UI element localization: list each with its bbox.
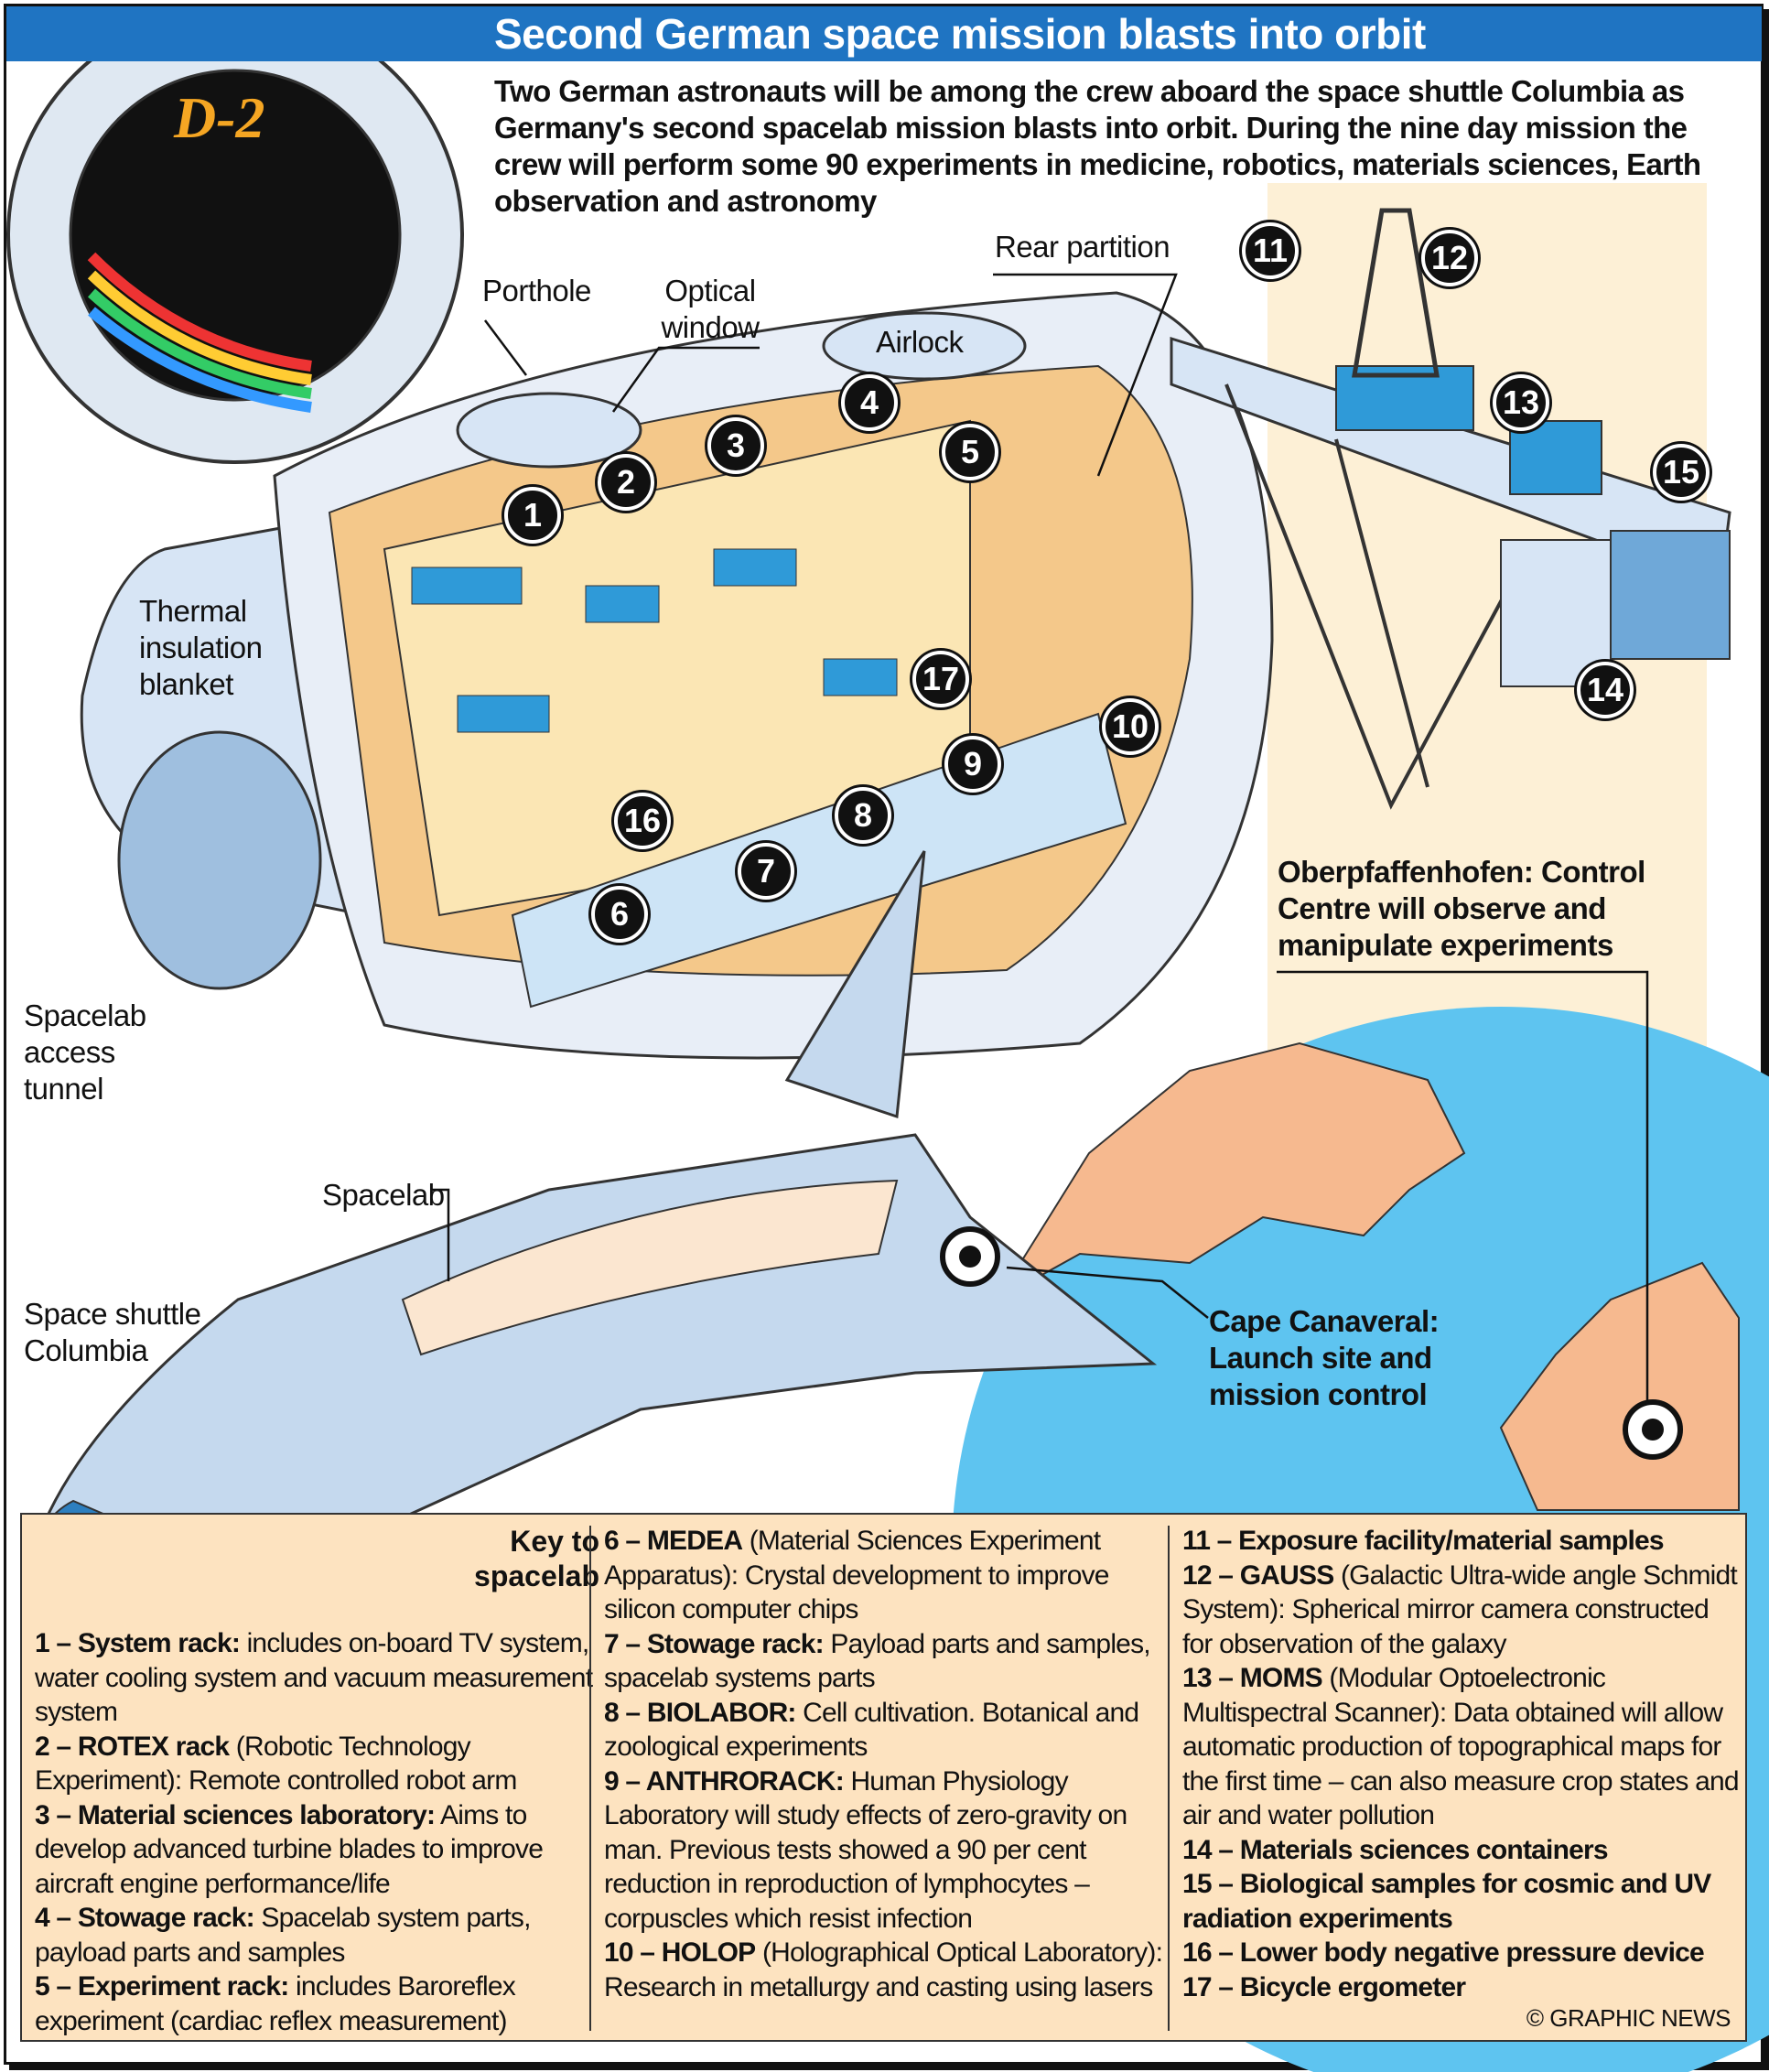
key-item-text: includes on-board TV system, water cooli… xyxy=(35,1628,593,1727)
marker-17: 17 xyxy=(912,651,969,707)
label-oberpfaffenhofen: Oberpfaffenhofen: Control Centre will ob… xyxy=(1278,855,1645,962)
key-item-title: 4 – Stowage rack: xyxy=(35,1903,255,1933)
key-item-text: includes Baroreflex experiment (cardiac … xyxy=(35,1971,516,2036)
patch-mission-name: D-2 xyxy=(173,85,265,150)
payload-bay-spacelab xyxy=(401,1179,899,1356)
credit: © GRAPHIC NEWS xyxy=(1526,2004,1731,2032)
marker-4: 4 xyxy=(841,374,898,431)
key-column-2: 6 – MEDEA (Material Sciences Experiment … xyxy=(604,1524,1171,2004)
key-item: 15 – Biological samples for cosmic and U… xyxy=(1182,1867,1741,1936)
key-item-title: 7 – Stowage rack: xyxy=(604,1628,825,1659)
key-item-text: Spacelab system parts, payload parts and… xyxy=(35,1903,531,1968)
marker-9: 9 xyxy=(944,736,1001,793)
label-space-shuttle: Space shuttle Columbia xyxy=(24,1297,201,1367)
key-item-title: 14 – Materials sciences containers xyxy=(1182,1834,1609,1865)
page-title: Second German space mission blasts into … xyxy=(494,10,1426,58)
title-bar xyxy=(6,6,1762,61)
target-oberpfaffenhofen xyxy=(1623,1399,1683,1460)
key-item-text: (Robotic Technology Experiment): Remote … xyxy=(35,1731,517,1797)
label-airlock: Airlock xyxy=(876,325,964,359)
key-item-title: 17 – Bicycle ergometer xyxy=(1182,1971,1466,2002)
key-heading: Key to spacelab xyxy=(474,1525,599,1592)
key-item-text: Aims to develop advanced turbine blades … xyxy=(35,1799,544,1899)
key-item: 10 – HOLOP (Holographical Optical Labora… xyxy=(604,1936,1171,2004)
key-item-text: Cell cultivation. Botanical and zoologic… xyxy=(604,1697,1139,1763)
intro-text: Two German astronauts will be among the … xyxy=(494,74,1701,218)
key-item: 4 – Stowage rack: Spacelab system parts,… xyxy=(35,1901,593,1969)
label-rear-partition: Rear partition xyxy=(995,230,1170,264)
marker-10: 10 xyxy=(1102,698,1159,755)
marker-3: 3 xyxy=(707,417,764,474)
label-cape-canaveral: Cape Canaveral: Launch site and mission … xyxy=(1209,1304,1440,1411)
key-item-title: 3 – Material sciences laboratory: xyxy=(35,1799,436,1830)
marker-8: 8 xyxy=(835,787,891,844)
frame xyxy=(4,4,1764,2065)
key-item-title: 9 – ANTHRORACK: xyxy=(604,1765,845,1797)
key-item: 6 – MEDEA (Material Sciences Experiment … xyxy=(604,1524,1171,1627)
key-item-title: 1 – System rack: xyxy=(35,1628,241,1658)
key-item-title: 6 – MEDEA xyxy=(604,1526,743,1556)
airlock xyxy=(822,311,1027,381)
marker-12: 12 xyxy=(1421,230,1478,286)
key-item: 2 – ROTEX rack (Robotic Technology Exper… xyxy=(35,1730,593,1798)
divider xyxy=(589,1526,591,2031)
key-item-title: 2 – ROTEX rack xyxy=(35,1731,230,1762)
marker-5: 5 xyxy=(942,424,998,480)
key-item: 9 – ANTHRORACK: Human Physiology Laborat… xyxy=(604,1764,1171,1937)
key-item-text: (Holographical Optical Laboratory): Rese… xyxy=(604,1937,1163,2002)
label-access-tunnel: Spacelab access tunnel xyxy=(24,998,146,1106)
key-item-title: 5 – Experiment rack: xyxy=(35,1971,289,2002)
key-item: 7 – Stowage rack: Payload parts and samp… xyxy=(604,1627,1171,1696)
key-item-text: (Material Sciences Experiment Apparatus)… xyxy=(604,1526,1109,1624)
key-item: 16 – Lower body negative pressure device xyxy=(1182,1936,1741,1970)
land-north-america xyxy=(997,1041,1466,1300)
key-item: 17 – Bicycle ergometer xyxy=(1182,1970,1741,2005)
marker-14: 14 xyxy=(1577,662,1634,718)
key-panel: Key to spacelab 1 – System rack: include… xyxy=(20,1513,1747,2042)
key-item: 8 – BIOLABOR: Cell cultivation. Botanica… xyxy=(604,1696,1171,1764)
label-optical-window: Optical window xyxy=(661,274,760,344)
label-thermal-blanket: Thermal insulation blanket xyxy=(139,594,263,701)
label-porthole: Porthole xyxy=(482,274,591,308)
key-item: 11 – Exposure facility/material samples xyxy=(1182,1524,1741,1559)
marker-7: 7 xyxy=(738,843,794,900)
marker-16: 16 xyxy=(614,793,671,849)
key-item-text: (Galactic Ultra-wide angle Schmidt Syste… xyxy=(1182,1559,1738,1659)
divider xyxy=(1168,1526,1170,2031)
key-item: 13 – MOMS (Modular Optoelectronic Multis… xyxy=(1182,1661,1741,1833)
key-item: 1 – System rack: includes on-board TV sy… xyxy=(35,1626,593,1730)
key-item-text: Human Physiology Laboratory will study e… xyxy=(604,1765,1127,1934)
key-item: 5 – Experiment rack: includes Baroreflex… xyxy=(35,1969,593,2038)
key-item-title: 8 – BIOLABOR: xyxy=(604,1697,796,1728)
key-item-title: 15 – Biological samples for cosmic and U… xyxy=(1182,1869,1711,1934)
marker-11: 11 xyxy=(1242,222,1299,279)
key-item-title: 12 – GAUSS xyxy=(1182,1559,1334,1591)
target-cape-canaveral xyxy=(940,1226,1000,1287)
key-item-title: 13 – MOMS xyxy=(1182,1663,1323,1693)
key-item-title: 11 – Exposure facility/material samples xyxy=(1182,1526,1665,1556)
key-item: 3 – Material sciences laboratory: Aims t… xyxy=(35,1798,593,1902)
marker-2: 2 xyxy=(598,454,654,511)
porthole xyxy=(456,392,642,469)
tail-fin xyxy=(784,850,926,1119)
land-europe xyxy=(1499,1261,1740,1511)
key-item-text: Payload parts and samples, spacelab syst… xyxy=(604,1628,1151,1694)
key-item-title: 10 – HOLOP xyxy=(604,1937,756,1968)
marker-6: 6 xyxy=(591,886,648,943)
key-item: 12 – GAUSS (Galactic Ultra-wide angle Sc… xyxy=(1182,1559,1741,1662)
key-item-text: (Modular Optoelectronic Multispectral Sc… xyxy=(1182,1663,1740,1830)
label-spacelab: Spacelab xyxy=(322,1178,445,1212)
key-item: 14 – Materials sciences containers xyxy=(1182,1833,1741,1868)
marker-1: 1 xyxy=(504,487,561,544)
key-column-1: 1 – System rack: includes on-board TV sy… xyxy=(35,1626,593,2038)
marker-13: 13 xyxy=(1493,374,1549,431)
marker-15: 15 xyxy=(1653,444,1710,501)
key-item-title: 16 – Lower body negative pressure device xyxy=(1182,1937,1705,1968)
